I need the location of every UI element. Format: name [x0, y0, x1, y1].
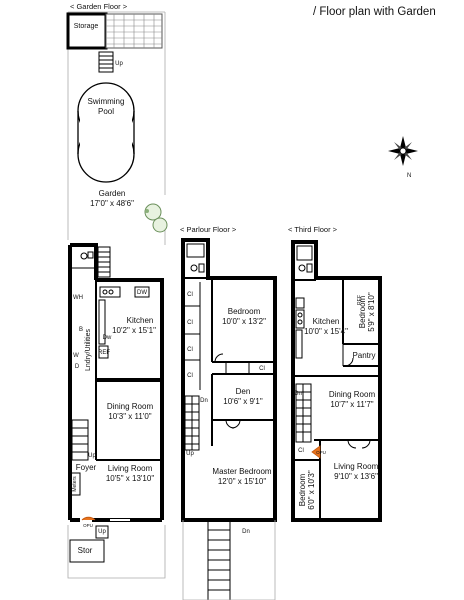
pool-label-line1: Swimming: [88, 97, 125, 106]
third-ref-label: REF: [357, 295, 363, 305]
stor-label: Stor: [78, 546, 93, 555]
kitchen-label: Kitchen: [127, 316, 154, 325]
parlour-closet-3-label: Cl: [187, 347, 193, 353]
third-stair-down-label: Dn: [294, 391, 302, 397]
living-room-label: Living Room: [108, 464, 153, 473]
third-kitchen-dimensions: 10'0" x 15'4": [304, 327, 348, 336]
page-title: / Floor plan with Garden: [313, 6, 436, 18]
dining-room-dimensions: 10'3" x 11'0": [108, 412, 151, 421]
meters-label: Meters: [72, 476, 78, 492]
parlour-stair-down-label: Dn: [200, 398, 208, 404]
third-floor: < Third Floor >: [288, 225, 382, 522]
foyer-stair-up-label: Up: [88, 453, 96, 459]
opu-label: OPU: [83, 523, 93, 528]
dryer-label: D: [75, 364, 80, 370]
third-bedroom-b-dimensions: 6'0" x 10'3": [307, 470, 316, 510]
dishwasher-label: DW: [137, 290, 147, 296]
garden-floor-label: < Garden Floor >: [70, 2, 128, 11]
third-bedroom-a-dimensions: 5'9" x 8'10": [367, 292, 376, 332]
tree-icon: [144, 203, 168, 233]
parlour-bedroom-label: Bedroom: [228, 307, 261, 316]
parlour-closet-5-label: Cl: [259, 366, 265, 372]
parlour-front-down-label: Dn: [242, 529, 250, 535]
third-floor-label: < Third Floor >: [288, 225, 338, 234]
parlour-closet-1-label: Cl: [187, 292, 193, 298]
garden-stairs: [98, 51, 114, 73]
parlour-floor-label: < Parlour Floor >: [180, 225, 237, 234]
third-living-room-dimensions: 9'10" x 13'6": [334, 472, 378, 481]
washer-label: W: [73, 353, 79, 359]
den-dimensions: 10'6" x 9'1": [223, 397, 263, 406]
pool-label-line2: Pool: [98, 107, 114, 116]
storage-label: Storage: [74, 23, 99, 30]
dining-room-label: Dining Room: [107, 402, 154, 411]
parlour-stair-up-label: Up: [186, 451, 194, 457]
third-kitchen-label: Kitchen: [313, 317, 340, 326]
swimming-pool: [77, 82, 135, 183]
garden-floor: < Garden Floor > Storage: [66, 2, 168, 579]
parlour-floor: < Parlour Floor >: [180, 225, 277, 600]
parlour-bedroom-dimensions: 10'0" x 13'2": [222, 317, 266, 326]
parlour-closet-2-label: Cl: [187, 320, 193, 326]
third-bedroom-b-label: Bedroom: [298, 473, 307, 506]
master-bedroom-dimensions: 12'0" x 15'10": [218, 477, 266, 486]
parlour-closet-4-label: Cl: [187, 373, 193, 379]
third-dining-room-label: Dining Room: [329, 390, 376, 399]
master-bedroom-label: Master Bedroom: [212, 467, 271, 476]
ref-label: REF: [98, 350, 110, 356]
entry-up-label: Up: [98, 529, 106, 535]
pantry-label: Pantry: [352, 351, 375, 360]
dw2-label: Dw: [103, 335, 112, 341]
parlour-front-steps: [182, 520, 276, 600]
laundry-label: Lndry/Utilities: [85, 328, 92, 371]
third-bedroom-a-label: Bedroom: [358, 295, 367, 328]
garden-floor-house: [68, 243, 164, 524]
third-dining-room-dimensions: 10'7" x 11'7": [330, 400, 373, 409]
kitchen-dimensions: 10'2" x 15'1": [112, 326, 156, 335]
garden-dimensions: 17'0" x 48'6": [90, 199, 134, 208]
den-label: Den: [236, 387, 251, 396]
third-opu-label: OPU: [316, 450, 326, 455]
garden-label: Garden: [99, 189, 126, 198]
compass-rose-icon: [388, 136, 418, 166]
living-room-dimensions: 10'5" x 13'10": [106, 474, 154, 483]
wh-label: WH: [73, 295, 83, 301]
storage-room: [66, 12, 163, 50]
third-living-room-label: Living Room: [334, 462, 379, 471]
compass-north-label: N: [407, 173, 411, 179]
foyer-label: Foyer: [76, 463, 97, 472]
front-stoop: [67, 525, 166, 579]
b-label: B: [79, 327, 83, 333]
third-closet-label: Cl: [298, 448, 304, 454]
garden-stair-up-label: Up: [115, 61, 123, 67]
